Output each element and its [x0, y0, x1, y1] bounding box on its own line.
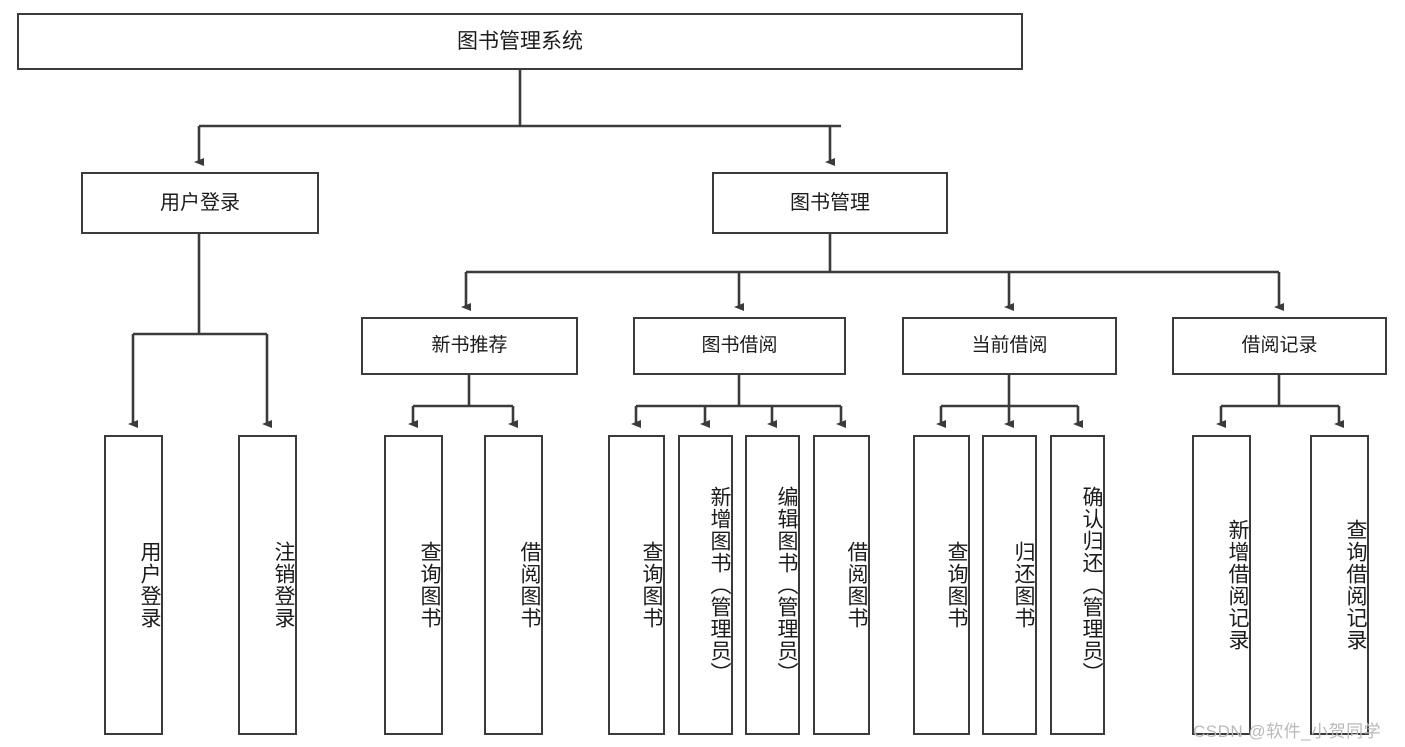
node-label: 借阅记录	[1241, 335, 1318, 357]
node-label: 注销登录	[272, 541, 295, 629]
node-book-borrow[interactable]: 图书借阅	[633, 317, 846, 375]
node-label: 确认归还（管理员）	[1080, 486, 1103, 684]
leaf-add-book-admin[interactable]: 新增图书（管理员）	[678, 435, 733, 735]
node-label: 查询图书	[945, 541, 968, 629]
leaf-add-borrow-record[interactable]: 新增借阅记录	[1192, 435, 1251, 735]
leaf-borrow-book-recommend[interactable]: 借阅图书	[484, 435, 543, 735]
node-root-system[interactable]: 图书管理系统	[17, 13, 1023, 70]
leaf-logout[interactable]: 注销登录	[238, 435, 297, 735]
node-label: 新增图书（管理员）	[708, 486, 731, 684]
node-new-book-recommend[interactable]: 新书推荐	[361, 317, 578, 375]
leaf-return-book[interactable]: 归还图书	[982, 435, 1037, 735]
node-label: 图书借阅	[701, 335, 778, 357]
node-label: 新增借阅记录	[1226, 519, 1249, 651]
node-label: 用户登录	[160, 191, 240, 214]
node-label: 当前借阅	[971, 335, 1048, 357]
node-label: 用户登录	[138, 541, 161, 629]
leaf-query-book-recommend[interactable]: 查询图书	[384, 435, 443, 735]
node-user-login[interactable]: 用户登录	[81, 172, 319, 234]
leaf-confirm-return-admin[interactable]: 确认归还（管理员）	[1050, 435, 1105, 735]
leaf-query-book[interactable]: 查询图书	[608, 435, 665, 735]
leaf-user-login[interactable]: 用户登录	[104, 435, 163, 735]
node-label: 查询图书	[640, 541, 663, 629]
node-current-borrow[interactable]: 当前借阅	[902, 317, 1117, 375]
leaf-query-borrow-record[interactable]: 查询借阅记录	[1310, 435, 1369, 735]
node-label: 图书管理系统	[457, 29, 583, 53]
leaf-borrow-book[interactable]: 借阅图书	[813, 435, 870, 735]
leaf-query-book-current[interactable]: 查询图书	[913, 435, 970, 735]
node-book-management[interactable]: 图书管理	[712, 172, 948, 234]
node-label: 图书管理	[790, 191, 870, 214]
node-label: 编辑图书（管理员）	[775, 486, 798, 684]
node-label: 借阅图书	[518, 541, 541, 629]
node-label: 查询借阅记录	[1344, 519, 1367, 651]
node-label: 查询图书	[418, 541, 441, 629]
node-label: 归还图书	[1012, 541, 1035, 629]
csdn-watermark: CSDN @软件_小贺同学	[1193, 722, 1382, 741]
node-label: 新书推荐	[431, 335, 508, 357]
node-borrow-record[interactable]: 借阅记录	[1172, 317, 1387, 375]
node-label: 借阅图书	[845, 541, 868, 629]
leaf-edit-book-admin[interactable]: 编辑图书（管理员）	[745, 435, 800, 735]
